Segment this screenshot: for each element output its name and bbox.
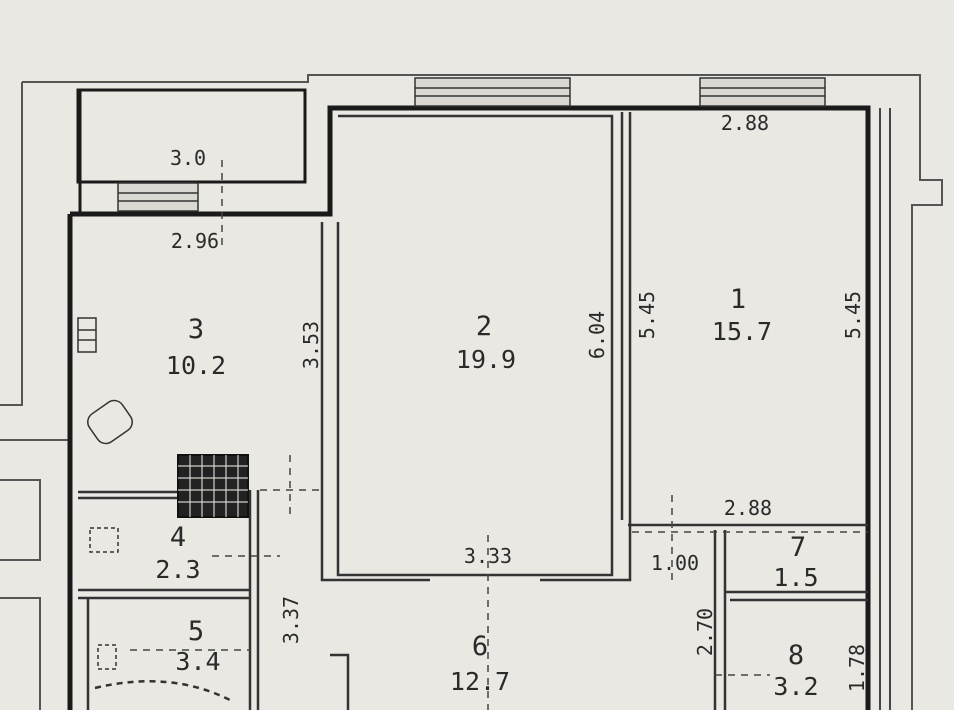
room-7-number: 7 <box>790 532 806 563</box>
dim-kitchen-width: 2.96 <box>171 229 219 253</box>
toilet-icon <box>97 644 117 670</box>
dimension-labels: 3.0 2.96 2.88 3.33 2.88 1.00 3.53 6.04 5… <box>170 111 869 692</box>
dim-room2-depth: 6.04 <box>585 311 609 359</box>
room-2-area: 19.9 <box>456 345 516 374</box>
washer-icon <box>89 527 119 553</box>
dim-room1-depth-right: 5.45 <box>841 291 865 339</box>
dim-room1-width-top: 2.88 <box>721 111 769 135</box>
dim-bath-depth: 1.78 <box>845 644 869 692</box>
room-7-area: 1.5 <box>773 563 818 592</box>
room-labels: 1 15.7 2 19.9 3 10.2 4 2.3 5 3.4 6 12.7 … <box>155 284 818 701</box>
room-1-number: 1 <box>730 284 746 315</box>
interior-walls <box>78 112 868 710</box>
dim-room2-width: 3.33 <box>464 544 512 568</box>
dim-passage-width: 1.00 <box>651 551 699 575</box>
room-8-area: 3.2 <box>773 672 818 701</box>
stove-icon <box>77 317 97 353</box>
room-5-area: 3.4 <box>175 647 220 676</box>
outer-walls <box>0 74 943 710</box>
dim-balcony-width: 3.0 <box>170 146 206 170</box>
room-5-number: 5 <box>188 616 204 647</box>
dim-kitchen-depth: 3.53 <box>299 321 323 369</box>
room-6-area: 12.7 <box>450 667 510 696</box>
room-4-area: 2.3 <box>155 555 200 584</box>
dim-room1-depth-left: 5.45 <box>635 291 659 339</box>
dim-corridor-depth: 3.37 <box>279 596 303 644</box>
shaft <box>177 454 249 518</box>
dim-hall-depth: 2.70 <box>693 608 717 656</box>
room-6-number: 6 <box>472 631 488 662</box>
room-3-area: 10.2 <box>166 351 226 380</box>
room-4-number: 4 <box>170 522 186 553</box>
windows <box>117 77 826 212</box>
fixtures <box>77 317 133 670</box>
room-1-area: 15.7 <box>712 317 772 346</box>
dashed-guides <box>130 160 868 710</box>
room-8-number: 8 <box>788 640 804 671</box>
sink-icon <box>87 399 133 445</box>
dim-closet-width: 2.88 <box>724 496 772 520</box>
room-2-number: 2 <box>476 311 492 342</box>
room-3-number: 3 <box>188 314 204 345</box>
